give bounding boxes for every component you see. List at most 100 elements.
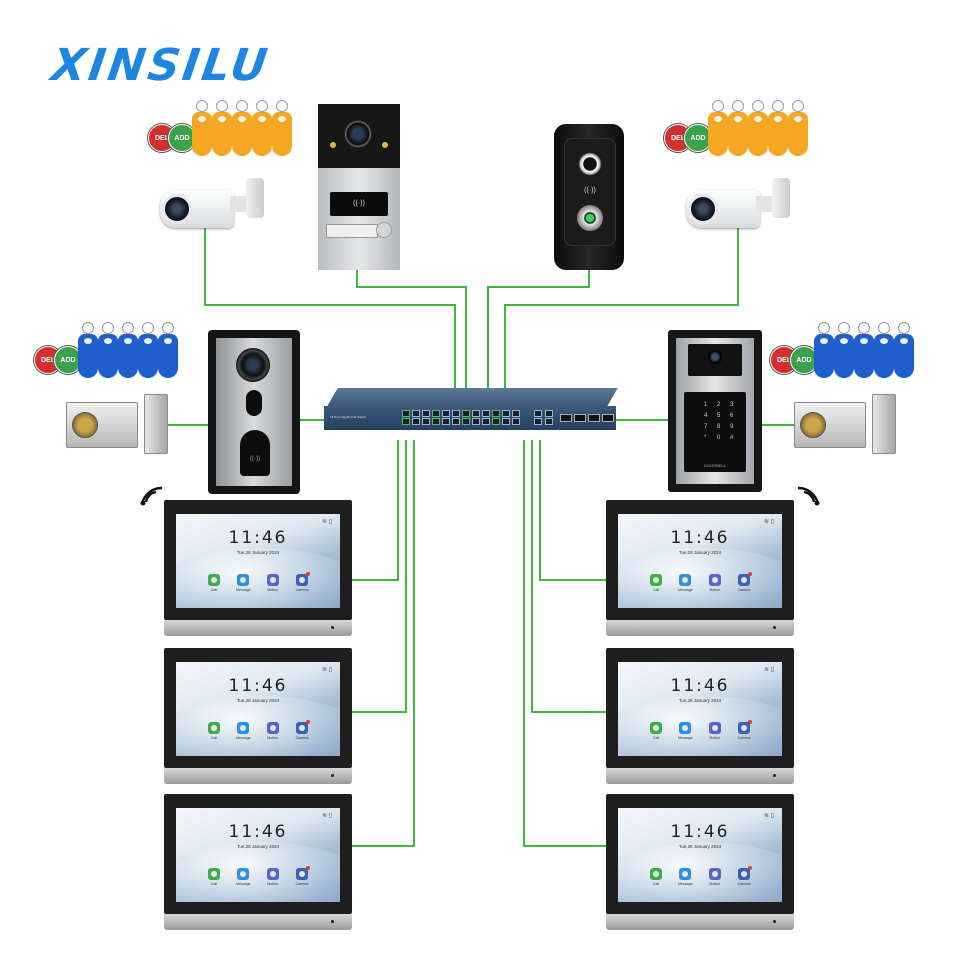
motion-icon xyxy=(708,722,721,734)
camera-icon xyxy=(737,866,752,880)
app-motion[interactable]: Motion xyxy=(261,574,285,592)
clock: 11:46 xyxy=(670,822,730,842)
app-message[interactable]: Message xyxy=(231,574,255,592)
app-label: Motion xyxy=(267,736,279,740)
app-message[interactable]: Message xyxy=(231,868,255,886)
phone-icon xyxy=(650,574,662,586)
ethernet-port xyxy=(452,418,460,425)
camera-icon xyxy=(295,720,310,734)
camera-icon xyxy=(737,720,752,734)
app-motion[interactable]: Motion xyxy=(703,868,727,886)
ethernet-port xyxy=(442,418,450,425)
app-label: Motion xyxy=(709,736,721,740)
switch-ports xyxy=(402,410,520,425)
rfid-keyfob-icon xyxy=(788,100,808,158)
ethernet-port xyxy=(432,418,440,425)
app-label: Camera xyxy=(737,736,751,740)
app-camera[interactable]: Camera xyxy=(732,572,756,592)
app-call[interactable]: Call xyxy=(202,574,226,592)
date: Tue,28 January 2024 xyxy=(678,698,722,703)
app-label: Call xyxy=(652,588,660,592)
add-tag: ADD xyxy=(54,346,82,374)
app-motion[interactable]: Motion xyxy=(261,722,285,740)
wire-camera-left xyxy=(204,222,456,390)
keypad-key: 9 xyxy=(730,424,734,430)
wire-monitor-left-2 xyxy=(352,440,407,713)
lock-cylinder-icon xyxy=(800,412,826,438)
ethernet-port xyxy=(492,410,500,417)
app-label: Message xyxy=(678,588,693,592)
electric-lock-right xyxy=(794,394,896,454)
app-message[interactable]: Message xyxy=(673,722,697,740)
message-icon xyxy=(237,868,250,880)
clock: 11:46 xyxy=(228,676,288,696)
lock-cylinder-icon xyxy=(72,412,98,438)
app-label: Call xyxy=(652,736,660,740)
date: Tue,28 January 2024 xyxy=(236,844,280,849)
rfid-keyfob-icon xyxy=(252,100,272,158)
app-call[interactable]: Call xyxy=(202,868,226,886)
rfid-keyfob-icon xyxy=(78,322,98,380)
keypad-key: * xyxy=(704,435,707,441)
app-label: Call xyxy=(210,882,218,886)
app-camera[interactable]: Camera xyxy=(290,572,314,592)
app-label: Call xyxy=(652,882,660,886)
ethernet-port xyxy=(492,418,500,425)
app-call[interactable]: Call xyxy=(202,722,226,740)
app-call[interactable]: Call xyxy=(644,868,668,886)
app-label: Camera xyxy=(295,736,309,740)
app-motion[interactable]: Motion xyxy=(703,722,727,740)
rfid-keyfob-icon xyxy=(768,100,788,158)
keypad-key: 7 xyxy=(704,424,708,430)
wire-camera-right xyxy=(504,222,739,390)
keypad-key: 1 xyxy=(704,402,708,408)
app-camera[interactable]: Camera xyxy=(290,720,314,740)
app-camera[interactable]: Camera xyxy=(290,866,314,886)
app-call[interactable]: Call xyxy=(644,722,668,740)
clock: 11:46 xyxy=(670,528,730,548)
rfid-keyfob-icon xyxy=(272,100,292,158)
message-icon xyxy=(679,722,692,734)
clock: 11:46 xyxy=(670,676,730,696)
app-label: Call xyxy=(210,588,218,592)
clock: 11:46 xyxy=(228,528,288,548)
door-station-rfid: ((·)) xyxy=(318,104,400,270)
keypad-key: 6 xyxy=(730,413,734,419)
app-message[interactable]: Message xyxy=(673,574,697,592)
app-camera[interactable]: Camera xyxy=(732,720,756,740)
rfid-icon: ((·)) xyxy=(240,430,270,476)
app-camera[interactable]: Camera xyxy=(732,866,756,886)
app-message[interactable]: Message xyxy=(673,868,697,886)
message-icon xyxy=(237,722,250,734)
door-camera-icon xyxy=(708,350,722,364)
camera-icon xyxy=(295,572,310,586)
wire-monitor-right-1 xyxy=(539,440,606,581)
app-motion[interactable]: Motion xyxy=(703,574,727,592)
video-doorbell-black: ((·)) xyxy=(554,124,624,270)
app-message[interactable]: Message xyxy=(231,722,255,740)
uplink-port xyxy=(545,410,553,417)
app-label: Camera xyxy=(737,882,751,886)
rfid-keyfob-icon xyxy=(854,322,874,380)
poe-network-switch: 24 Port Gigabit PoE Switch xyxy=(324,388,618,440)
app-motion[interactable]: Motion xyxy=(261,868,285,886)
wire-door-panel-top xyxy=(356,268,467,390)
ethernet-port xyxy=(412,418,420,425)
ethernet-port xyxy=(462,418,470,425)
rfid-keyfob-icon xyxy=(138,322,158,380)
app-call[interactable]: Call xyxy=(644,574,668,592)
